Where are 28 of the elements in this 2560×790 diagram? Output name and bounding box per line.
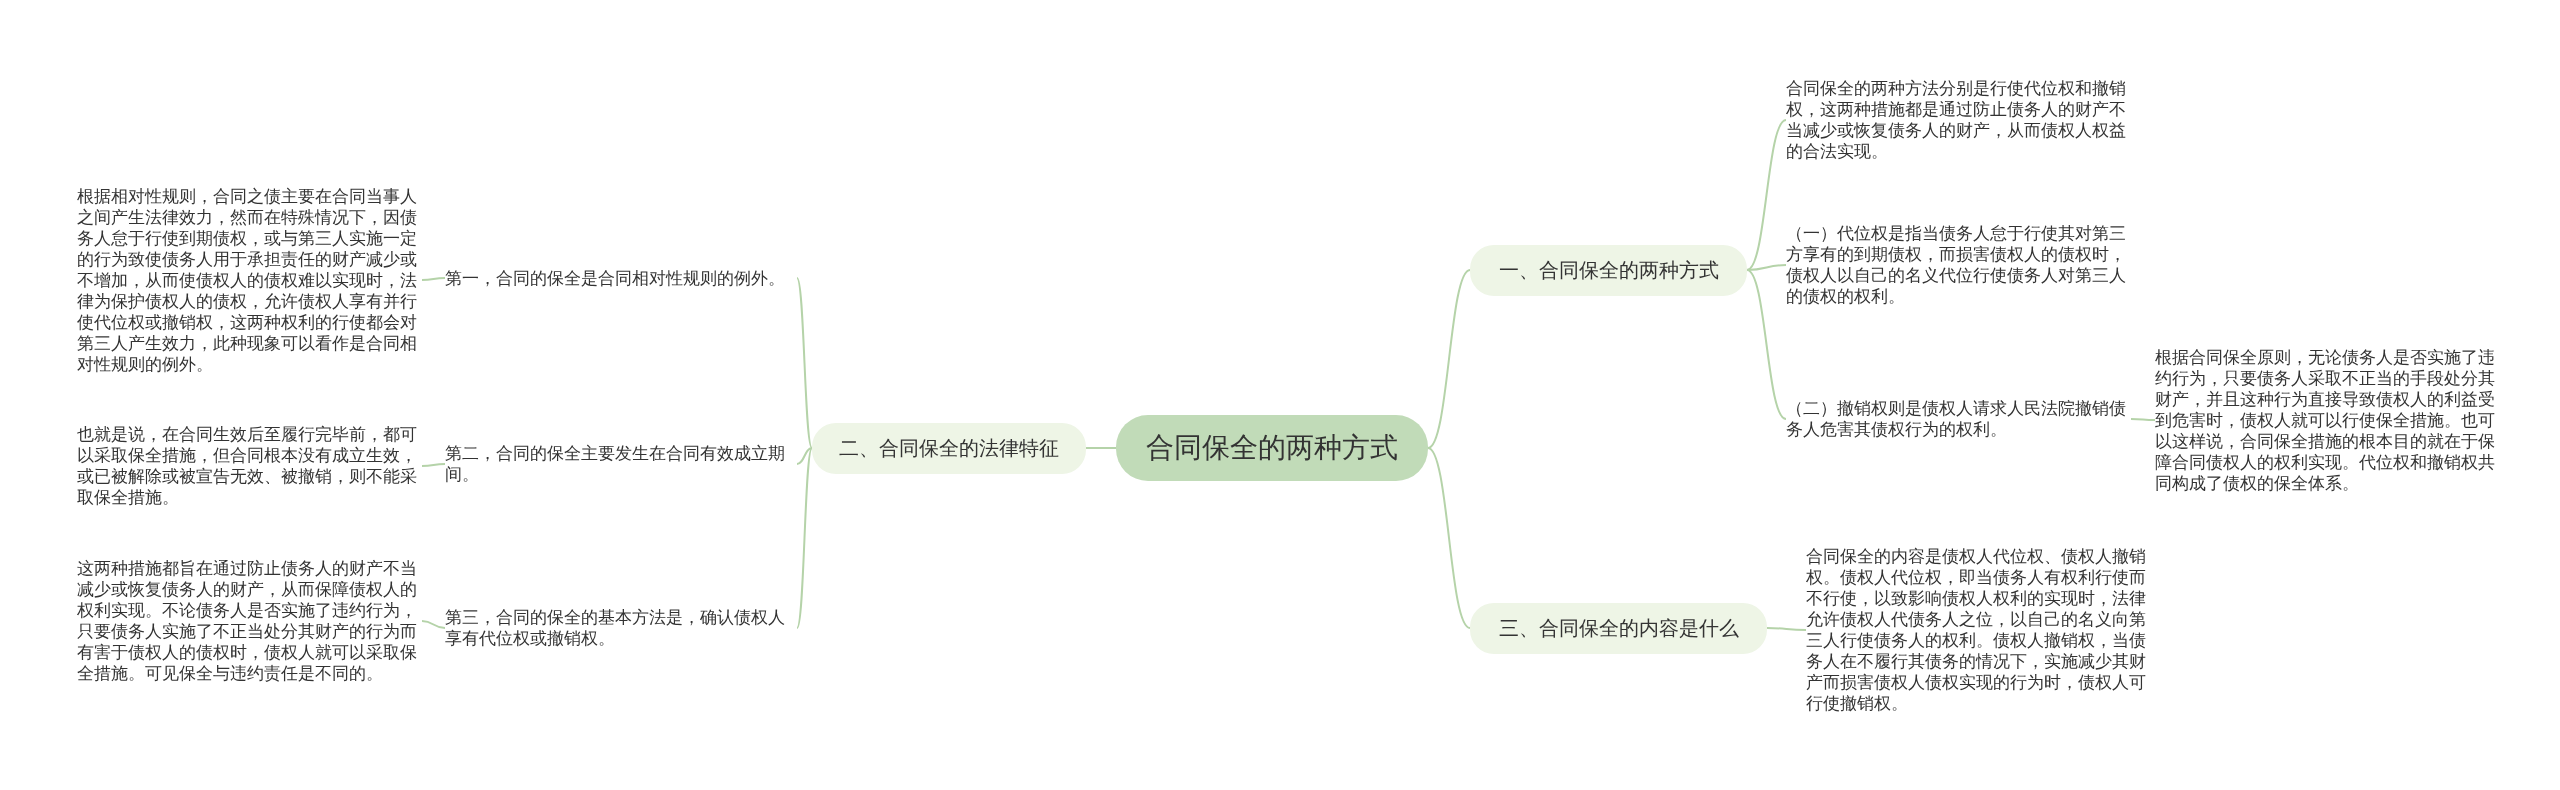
central-topic: 合同保全的两种方式 — [1116, 415, 1428, 481]
topic-text: 第一，合同的保全是合同相对性规则的例外。 — [445, 265, 797, 291]
topic-text: 根据相对性规则，合同之债主要在合同当事人之间产生法律效力，然而在特殊情况下，因债务人怠于行使到期债权，或与第三人实施一定的行为致使债务人用于承担责任的财产减少或不增加，从而使债权人的债权难以实现时，法律为保护债权人的债权，允许债权人享有并行使代位权或撤销权，这两种权利的行使都会对第三人产生效力，此种现象可以看作是合同相对性规则的例外。 — [77, 183, 422, 377]
topic-text: 也就是说，在合同生效后至履行完毕前，都可以采取保全措施，但合同根本没有成立生效，或已被解除或被宣告无效、被撤销，则不能采取保全措施。 — [77, 422, 422, 510]
topic-text: （二）撤销权则是债权人请求人民法院撤销债务人危害其债权行为的权利。 — [1786, 396, 2131, 442]
topic-text: （一）代位权是指当债务人怠于行使其对第三方享有的到期债权，而损害债权人的债权时，债权人以自己的名义代位行使债务人对第三人的债权的权利。 — [1786, 221, 2131, 309]
branch-topic: 二、合同保全的法律特征 — [812, 422, 1086, 474]
topic-text: 根据合同保全原则，无论债务人是否实施了违约行为，只要债务人采取不正当的手段处分其财产，并且这种行为直接导致债权人的利益受到危害时，债权人就可以行使保全措施。也可以这样说，合同保全措施的根本目的就在于保障合同债权人的权利实现。代位权和撤销权共同构成了债权的保全体系。 — [2155, 344, 2505, 496]
connector-line — [1766, 627, 1807, 631]
topic-text: 合同保全的两种方法分别是行使代位权和撤销权，这两种措施都是通过防止债务人的财产不当减少或恢复债务人的财产，从而债权人权益的合法实现。 — [1786, 76, 2131, 164]
connector-line — [1427, 269, 1471, 449]
topic-text: 合同保全的内容是债权人代位权、债权人撤销权。债权人代位权，即当债务人有权利行使而不行使，以致影响债权人权利的实现时，法律允许债权人代债务人之位，以自己的名义向第三人行使债务人的权利。债权人撤销权，当债务人在不履行其债务的情况下，实施减少其财产而损害债权人债权实现的行为时，债权人可行使撤销权。 — [1806, 544, 2156, 716]
topic-text: 第三，合同的保全的基本方法是，确认债权人享有代位权或撤销权。 — [445, 605, 797, 651]
branch-topic: 一、合同保全的两种方式 — [1470, 244, 1747, 296]
connector-line — [2130, 418, 2156, 421]
connector-line — [1746, 119, 1787, 271]
connector-line — [1746, 269, 1787, 420]
connector-line — [1427, 447, 1471, 629]
connector-line — [421, 277, 446, 281]
topic-text: 第二，合同的保全主要发生在合同有效成立期间。 — [445, 441, 797, 487]
connector-line — [421, 620, 446, 629]
connector-line — [796, 447, 813, 465]
branch-topic: 三、合同保全的内容是什么 — [1470, 602, 1767, 654]
connector-line — [796, 447, 813, 629]
connector-line — [1085, 447, 1117, 449]
connector-line — [796, 277, 813, 449]
connector-line — [421, 463, 446, 467]
topic-text: 这两种措施都旨在通过防止债务人的财产不当减少或恢复债务人的财产，从而保障债权人的权利实现。不论债务人是否实施了违约行为，只要债务人实施了不正当处分其财产的行为而有害于债权人的债权时，债权人就可以采取保全措施。可见保全与违约责任是不同的。 — [77, 556, 422, 686]
